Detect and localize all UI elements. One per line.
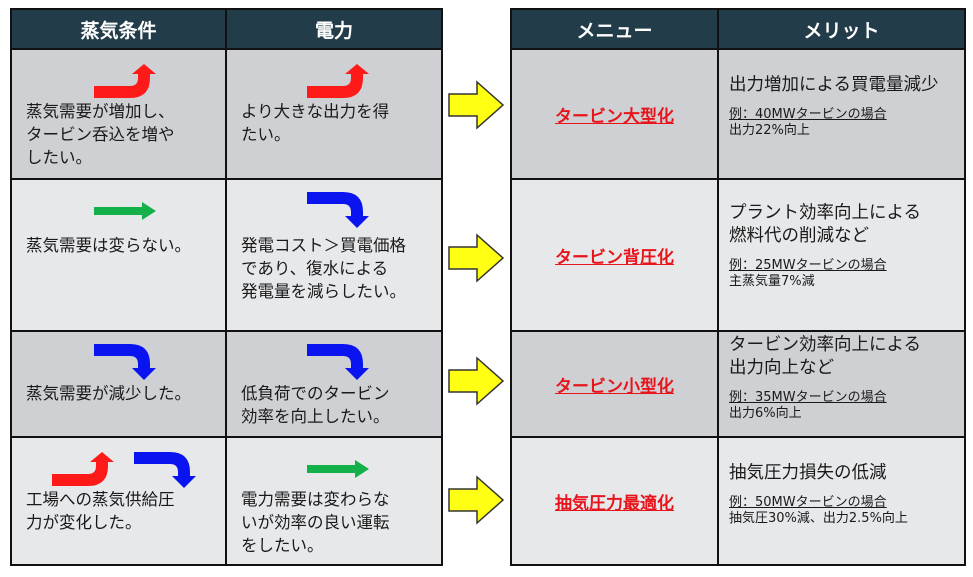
menu-cell-3: タービン小型化 — [510, 330, 719, 438]
text-line: 燃料代の削減など — [729, 226, 869, 246]
example-result: 出力22%向上 — [729, 123, 810, 138]
blue-down-arrow-icon — [134, 452, 196, 488]
blue-down-arrow-icon — [307, 344, 369, 380]
text-line: 低負荷でのタービン — [241, 384, 390, 403]
green-right-arrow-icon — [307, 460, 369, 478]
text-line: 抽気圧力損失の低減 — [729, 463, 887, 483]
power-condition-text: 発電コスト＞買電価格 であり、復水による 発電量を減らしたい。 — [241, 234, 435, 303]
text-line: 工場への蒸気供給圧 — [26, 490, 175, 509]
text-line: 電力需要は変わらな — [241, 490, 390, 509]
steam-cell-1: 蒸気需要が増加し、 タービン呑込を増や したい。 — [10, 48, 227, 180]
power-condition-text: 電力需要は変わらな いが効率の良い運転 をしたい。 — [241, 488, 435, 557]
text-line: より大きな出力を得 — [241, 102, 390, 121]
text-line: 発電量を減らしたい。 — [241, 282, 406, 301]
text-line: 力が変化した。 — [26, 513, 142, 532]
text-line: 出力向上など — [729, 358, 834, 378]
merit-cell-2: プラント効率向上による 燃料代の削減など 例：25MWタービンの場合 主蒸気量7… — [717, 178, 966, 332]
merit-cell-4: 抽気圧力損失の低減 例：50MWタービンの場合 抽気圧30%減、出力2.5%向上 — [717, 436, 966, 566]
blue-down-arrow-icon — [94, 344, 156, 380]
menu-link-turbine-downsize[interactable]: タービン小型化 — [555, 376, 674, 397]
text-line: 蒸気需要が増加し、 — [26, 102, 175, 121]
merit-cell-3: タービン効率向上による 出力向上など 例：35MWタービンの場合 出力6%向上 — [717, 330, 966, 438]
text-line: であり、復水による — [241, 259, 389, 278]
steam-cell-3: 蒸気需要が減少した。 — [10, 330, 227, 438]
menu-link-extraction-pressure[interactable]: 抽気圧力最適化 — [555, 493, 674, 514]
menu-cell-1: タービン大型化 — [510, 48, 719, 180]
steam-cell-2: 蒸気需要は変らない。 — [10, 178, 227, 332]
text-line: いが効率の良い運転 — [241, 513, 390, 532]
steam-condition-text: 蒸気需要が増加し、 タービン呑込を増や したい。 — [26, 100, 219, 169]
merit-text: タービン効率向上による 出力向上など — [729, 334, 964, 380]
power-cell-1: より大きな出力を得 たい。 — [225, 48, 443, 180]
header-menu: メニュー — [510, 8, 719, 50]
example-label: 例：35MWタービンの場合 — [729, 390, 887, 405]
green-right-arrow-icon — [94, 202, 156, 220]
red-up-arrow-icon — [52, 452, 114, 486]
text-line: をしたい。 — [241, 536, 324, 555]
steam-condition-text: 蒸気需要は変らない。 — [26, 234, 219, 257]
example-result: 抽気圧30%減、出力2.5%向上 — [729, 511, 908, 526]
steam-cell-4: 工場への蒸気供給圧 力が変化した。 — [10, 436, 227, 566]
menu-link-turbine-backpressure[interactable]: タービン背圧化 — [555, 247, 674, 268]
menu-cell-4: 抽気圧力最適化 — [510, 436, 719, 566]
header-steam-conditions: 蒸気条件 — [10, 8, 227, 50]
power-condition-text: 低負荷でのタービン 効率を向上したい。 — [241, 382, 435, 428]
header-power: 電力 — [225, 8, 443, 50]
menu-table: メニュー メリット タービン大型化 出力増加による買電量減少 例：40MWタービ… — [510, 8, 966, 566]
power-cell-2: 発電コスト＞買電価格 であり、復水による 発電量を減らしたい。 — [225, 178, 443, 332]
merit-text: プラント効率向上による 燃料代の削減など — [729, 202, 964, 248]
example-label: 例：40MWタービンの場合 — [729, 107, 887, 122]
flow-arrow-icon — [448, 356, 505, 406]
power-cell-4: 電力需要は変わらな いが効率の良い運転 をしたい。 — [225, 436, 443, 566]
power-cell-3: 低負荷でのタービン 効率を向上したい。 — [225, 330, 443, 438]
header-merit: メリット — [717, 8, 966, 50]
text-line: 蒸気需要が減少した。 — [26, 384, 191, 403]
blue-down-arrow-icon — [307, 192, 369, 228]
flow-arrow-icon — [448, 233, 505, 283]
text-line: 発電コスト＞買電価格 — [241, 236, 406, 255]
text-line: タービン効率向上による — [729, 335, 921, 355]
text-line: 蒸気需要は変らない。 — [26, 236, 191, 255]
red-up-arrow-icon — [307, 64, 369, 98]
red-up-arrow-icon — [94, 64, 156, 98]
flow-arrow-icon — [448, 80, 505, 130]
text-line: プラント効率向上による — [729, 203, 921, 223]
text-line: したい。 — [26, 148, 92, 167]
flow-arrow-icon — [448, 475, 505, 525]
merit-cell-1: 出力増加による買電量減少 例：40MWタービンの場合 出力22%向上 — [717, 48, 966, 180]
steam-condition-text: 蒸気需要が減少した。 — [26, 382, 219, 405]
example-result: 主蒸気量7%減 — [729, 274, 815, 289]
merit-text: 抽気圧力損失の低減 — [729, 462, 964, 485]
menu-link-turbine-enlarge[interactable]: タービン大型化 — [555, 106, 674, 127]
menu-cell-2: タービン背圧化 — [510, 178, 719, 332]
text-line: 効率を向上したい。 — [241, 407, 390, 426]
conditions-table: 蒸気条件 電力 蒸気需要が増加し、 タービン呑込を増や したい。 より大きな出力… — [10, 8, 443, 566]
example-label: 例：50MWタービンの場合 — [729, 495, 887, 510]
example-label: 例：25MWタービンの場合 — [729, 258, 887, 273]
steam-condition-text: 工場への蒸気供給圧 力が変化した。 — [26, 488, 219, 534]
merit-text: 出力増加による買電量減少 — [729, 74, 964, 97]
power-condition-text: より大きな出力を得 たい。 — [241, 100, 435, 146]
text-line: タービン呑込を増や — [26, 125, 175, 144]
text-line: 出力増加による買電量減少 — [729, 75, 939, 95]
example-result: 出力6%向上 — [729, 406, 802, 421]
text-line: たい。 — [241, 125, 291, 144]
